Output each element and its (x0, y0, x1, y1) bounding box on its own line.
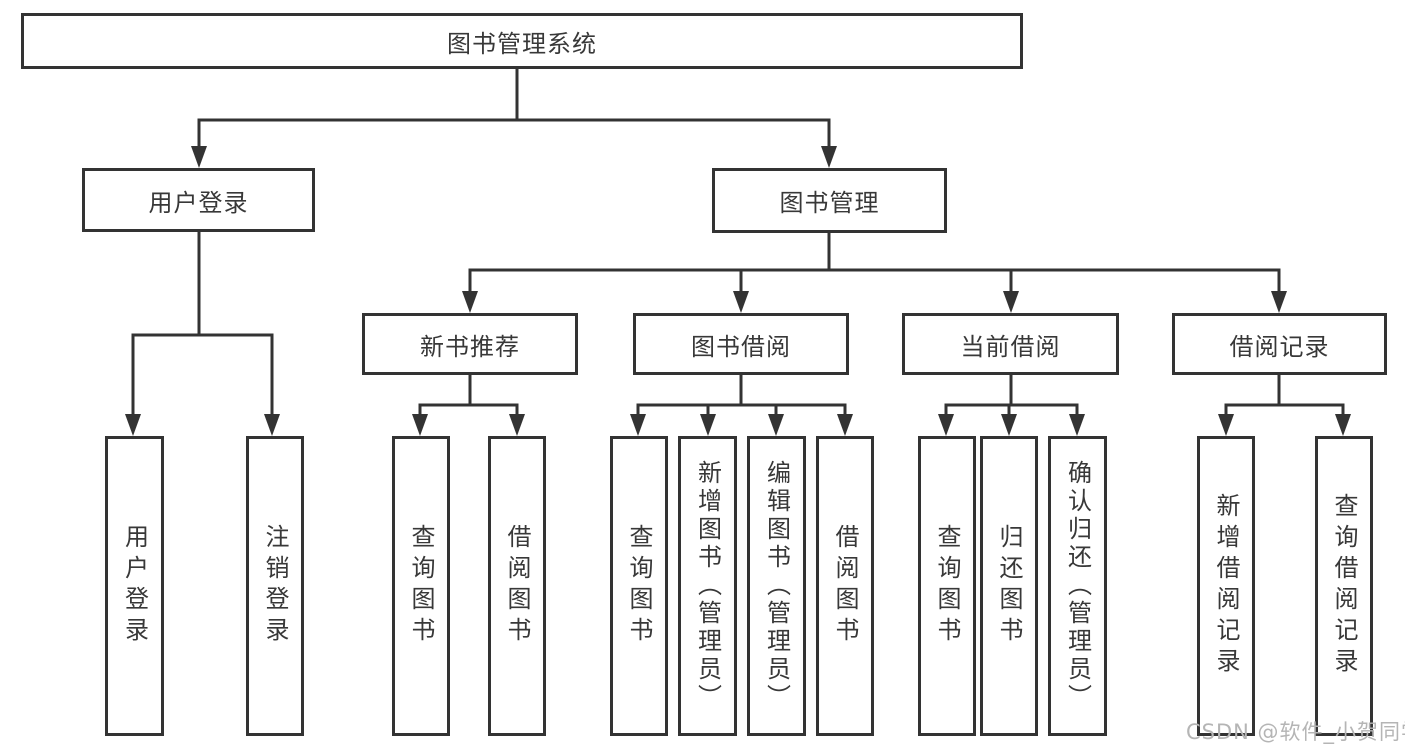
leaf-borrow-query-book: 查询图书 (610, 436, 668, 736)
connector-root-to-level2 (197, 68, 831, 150)
leaf-logout: 注销登录 (246, 436, 304, 736)
leaf-add-book-admin: 新增图书（管理员） (678, 436, 737, 736)
connector-book-borrow-to-leaves (636, 374, 847, 418)
connector-borrow-records-to-leaves (1224, 374, 1345, 418)
node-borrow-records: 借阅记录 (1172, 313, 1387, 375)
leaf-return-book: 归还图书 (980, 436, 1038, 736)
csdn-watermark: CSDN @软件_小贺同学 (1186, 720, 1405, 744)
connector-user-login-to-leaves (131, 232, 274, 418)
leaf-confirm-return-admin: 确认归还（管理员） (1048, 436, 1107, 736)
node-book-management: 图书管理 (712, 168, 947, 233)
connector-book-management-to-level3 (468, 232, 1281, 295)
leaf-edit-book-admin: 编辑图书（管理员） (747, 436, 806, 736)
node-book-borrow: 图书借阅 (633, 313, 849, 375)
node-new-book-recommend: 新书推荐 (362, 313, 578, 375)
arrowheads (125, 146, 1351, 436)
connector-new-book-recommend-to-leaves (418, 375, 519, 418)
leaf-recommend-query-book: 查询图书 (392, 436, 450, 736)
node-root: 图书管理系统 (21, 13, 1023, 69)
leaf-add-borrow-record: 新增借阅记录 (1197, 436, 1255, 736)
leaf-query-borrow-record: 查询借阅记录 (1315, 436, 1373, 736)
leaf-user-login: 用户登录 (105, 436, 164, 736)
node-current-borrow: 当前借阅 (902, 313, 1119, 375)
node-user-login: 用户登录 (82, 168, 315, 232)
leaf-current-query-book: 查询图书 (918, 436, 976, 736)
leaf-recommend-borrow-book: 借阅图书 (488, 436, 546, 736)
leaf-borrow-borrow-book: 借阅图书 (816, 436, 874, 736)
connector-current-borrow-to-leaves (944, 374, 1079, 418)
